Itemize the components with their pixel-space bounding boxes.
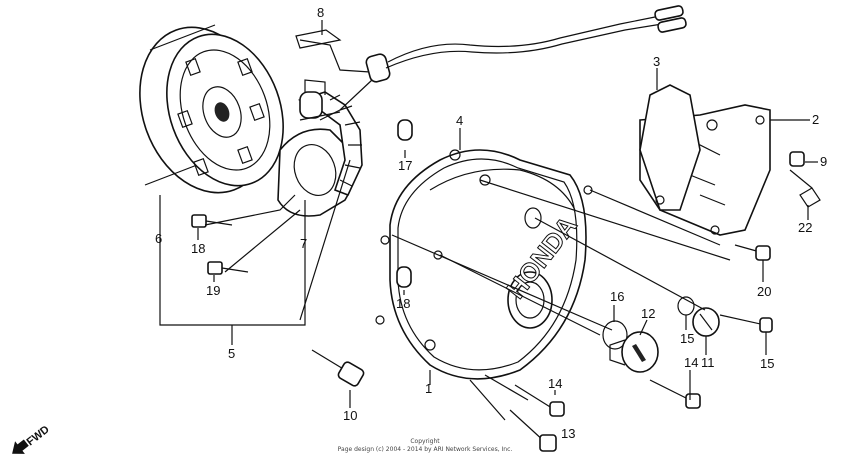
bolt-20 xyxy=(207,261,249,275)
bolt-10 xyxy=(311,349,365,387)
callout-1: 1 xyxy=(425,381,432,396)
bolt-22 xyxy=(789,169,821,208)
bolt-21 xyxy=(734,244,771,261)
callout-4: 4 xyxy=(456,113,463,128)
callout-20: 19 xyxy=(206,283,220,298)
dowel-pin-lower xyxy=(396,266,412,288)
guide-plate xyxy=(639,84,701,211)
callout-10: 10 xyxy=(343,408,357,423)
callout-7: 7 xyxy=(300,236,307,251)
forward-arrow-icon: FWD xyxy=(12,423,52,454)
callout-13: 13 xyxy=(561,426,575,441)
callout-9: 9 xyxy=(820,154,827,169)
dowel-pin-upper xyxy=(397,119,413,141)
callout-21: 20 xyxy=(757,284,771,299)
bolt-19 xyxy=(191,214,233,228)
crankshaft-hole-cap-12 xyxy=(609,331,659,373)
callout-17: 15 xyxy=(680,331,694,346)
wire-harness xyxy=(295,5,687,121)
callout-6: 6 xyxy=(155,231,162,246)
callout-19: 18 xyxy=(191,241,205,256)
callout-15: 15 xyxy=(760,356,774,371)
callout-8: 8 xyxy=(317,5,324,20)
flywheel-rotor xyxy=(139,24,284,194)
callout-22: 22 xyxy=(798,220,812,235)
callout-numbers: 8 3 2 4 17 6 7 18 19 5 18 1 10 16 12 15 … xyxy=(155,5,827,441)
callout-3: 3 xyxy=(653,54,660,69)
callout-16: 16 xyxy=(610,289,624,304)
callout-5: 5 xyxy=(228,346,235,361)
bolt-15 xyxy=(719,314,773,333)
callout-12: 12 xyxy=(641,306,655,321)
bolt-14 xyxy=(514,384,565,417)
left-crankcase-cover: HONDA xyxy=(375,149,593,380)
callout-18a: 17 xyxy=(398,158,412,173)
copyright-title: Copyright xyxy=(410,438,440,445)
leader-lines xyxy=(159,20,818,421)
bolt-14-right xyxy=(649,379,701,409)
callout-14r: 14 xyxy=(684,355,698,370)
copyright-notice: Page design (c) 2004 - 2014 by ARI Netwo… xyxy=(337,446,513,453)
callout-11: 11 xyxy=(701,355,715,370)
collar-9 xyxy=(789,151,805,167)
callout-18b: 18 xyxy=(396,296,410,311)
callout-2: 2 xyxy=(812,112,819,127)
callout-14: 14 xyxy=(548,376,562,391)
bolt-13 xyxy=(509,409,557,452)
timing-hole-cap-11 xyxy=(692,307,720,337)
o-ring-16 xyxy=(602,320,628,350)
